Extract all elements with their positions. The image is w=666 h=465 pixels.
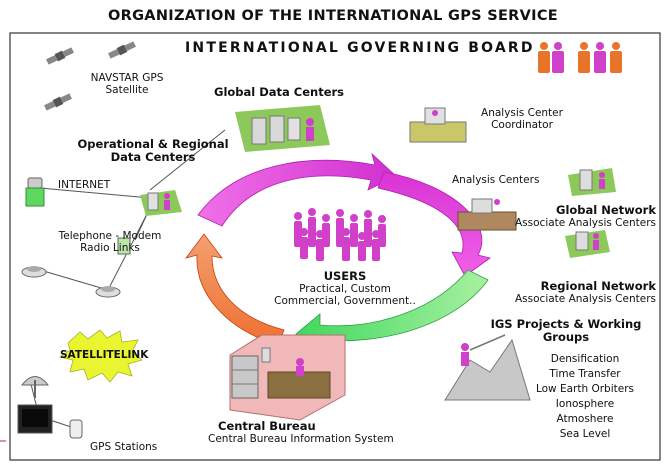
central-bureau-title: Central Bureau	[218, 419, 316, 433]
users-title: USERS	[323, 269, 367, 283]
governing-board-label: INTERNATIONAL GOVERNING BOARD	[185, 40, 535, 56]
cycle-arrow-left	[184, 233, 285, 346]
project-item: Low Earth Orbiters	[535, 383, 635, 395]
project-item: Ionosphere	[555, 398, 615, 410]
regional-network-title: Regional Network	[540, 279, 656, 293]
coordinator-line-2: Coordinator	[491, 119, 553, 132]
satellitelink-label: SATELLITELINK	[60, 349, 149, 361]
analysis-centers-label: Analysis Centers	[452, 174, 540, 186]
users-label: USERS Practical, Custom Commercial, Gove…	[255, 269, 435, 308]
central-bureau-label: Central Bureau Central Bureau Informatio…	[208, 419, 394, 445]
satellite-icon	[108, 41, 136, 59]
outer-frame	[9, 32, 661, 461]
global-data-centers-icon	[235, 105, 330, 152]
radio-receiver-icon	[21, 266, 47, 278]
users-line-2: Commercial, Government..	[274, 295, 416, 308]
operational-line-2: Data Centers	[110, 150, 196, 165]
gps-stations-label: GPS Stations	[90, 441, 158, 453]
global-data-centers-label: Global Data Centers	[214, 85, 345, 99]
project-item: Atmoshere	[556, 413, 614, 425]
operational-line-1: Operational & Regional	[77, 137, 229, 151]
analysis-coordinator-icon	[409, 107, 467, 143]
navstar-label: NAVSTAR GPS Satellite	[72, 72, 182, 96]
satellite-icon	[44, 93, 72, 111]
project-item: Time Transfer	[549, 368, 621, 380]
operational-data-center-icon	[140, 190, 182, 216]
global-network-title: Global Network	[556, 203, 656, 217]
global-network-subtitle: Associate Analysis Centers	[515, 217, 656, 230]
satellitelink-burst	[59, 329, 143, 383]
igs-projects-line-1: IGS Projects & Working	[490, 317, 642, 331]
central-bureau-subtitle: Central Bureau Information System	[208, 433, 394, 446]
telephone-icon	[117, 237, 131, 255]
cycle-arrow-bottom	[295, 269, 489, 353]
igs-projects-label: IGS Projects & Working Groups	[476, 317, 656, 345]
regional-network-icon	[565, 230, 610, 258]
igs-projects-line-2: Groups	[542, 330, 590, 345]
users-crowd-icon	[294, 208, 386, 261]
connection-lines	[29, 129, 226, 431]
project-item: Sea Level	[559, 428, 611, 440]
analysis-center-icon	[457, 198, 517, 231]
igs-projects-climber-icon	[444, 334, 531, 401]
global-network-icon	[568, 168, 616, 196]
central-bureau-icon	[229, 334, 346, 421]
projects-list: Densification Time Transfer Low Earth Or…	[530, 352, 640, 442]
regional-network-subtitle: Associate Analysis Centers	[515, 293, 656, 306]
internet-label: INTERNET	[58, 179, 111, 191]
navstar-line-2: Satellite	[105, 84, 149, 97]
project-item: Densification	[550, 353, 620, 365]
coordinator-line-1: Analysis Center	[481, 107, 563, 119]
analysis-coordinator-label: Analysis Center Coordinator	[462, 107, 582, 131]
board-people-icon	[538, 42, 622, 73]
page-title: ORGANIZATION OF THE INTERNATIONAL GPS SE…	[108, 8, 558, 24]
gps-station-icon	[17, 404, 83, 439]
radio-receiver-icon	[95, 286, 121, 298]
satellite-icon	[46, 47, 74, 65]
telephone-line-1: Telephone - Modem	[58, 230, 162, 242]
telephone-label: Telephone - Modem Radio Links	[40, 230, 180, 254]
telephone-line-2: Radio Links	[80, 242, 140, 255]
navstar-line-1: NAVSTAR GPS	[90, 72, 164, 84]
satellite-dish-icon	[20, 376, 50, 398]
users-line-1: Practical, Custom	[299, 283, 391, 296]
internet-computer-icon	[25, 177, 45, 207]
global-network-label: Global Network Associate Analysis Center…	[480, 203, 656, 230]
operational-centers-label: Operational & Regional Data Centers	[64, 137, 242, 165]
regional-network-label: Regional Network Associate Analysis Cent…	[480, 279, 656, 306]
